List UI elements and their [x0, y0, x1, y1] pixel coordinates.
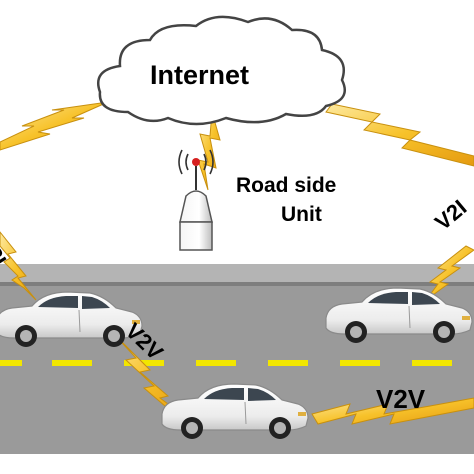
v2i-left-bolt	[0, 231, 37, 301]
internet-cloud	[97, 15, 346, 126]
v2i-right-bolt	[425, 245, 474, 301]
internet-label: Internet	[150, 60, 250, 90]
road-edge	[0, 282, 474, 286]
road-side-unit	[178, 149, 214, 251]
cloud-right-link-bolt	[325, 103, 474, 167]
cloud-rsu-link-bolt	[197, 111, 221, 191]
signal-waves-icon	[178, 149, 214, 175]
v2v-right-label: V2V	[376, 384, 426, 414]
road-shoulder	[0, 264, 474, 282]
cloud-left-link-bolt	[0, 101, 109, 151]
rsu-label-line1: Road side	[236, 174, 337, 197]
rsu-label-line2: Unit	[281, 203, 322, 226]
v2v-right-bolt	[311, 397, 474, 425]
lane-markings	[0, 360, 452, 366]
